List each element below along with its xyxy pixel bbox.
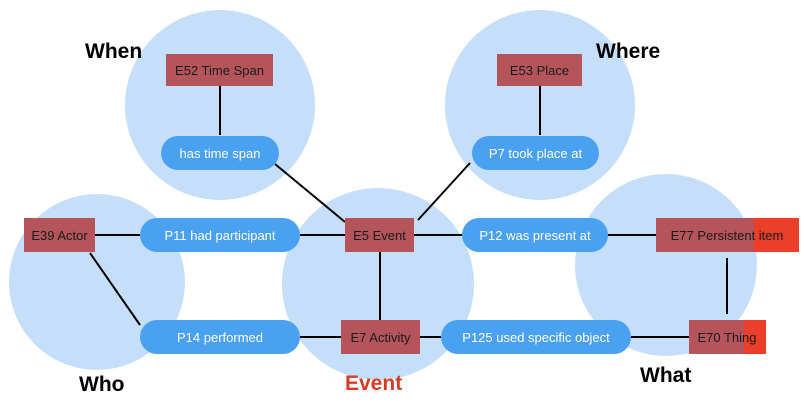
group-label-event: Event	[345, 372, 402, 395]
class-e5-event: E5 Event	[345, 218, 414, 252]
edge-p7-e5	[417, 162, 471, 221]
property-has-time-span: has time span	[161, 136, 279, 170]
property-p125-used-specific-object: P125 used specific object	[441, 320, 631, 354]
svg-text:E53 Place: E53 Place	[510, 63, 569, 78]
svg-text:P12 was present at: P12 was present at	[479, 228, 591, 243]
property-p14-performed: P14 performed	[140, 320, 300, 354]
class-e39-actor: E39 Actor	[24, 218, 95, 252]
edge-e39-p14	[89, 252, 141, 326]
group-label-where: Where	[596, 40, 660, 63]
class-e70-thing: E70 Thing	[689, 320, 766, 354]
property-p12-was-present-at: P12 was present at	[462, 218, 608, 252]
property-p7-took-place-at: P7 took place at	[472, 136, 599, 170]
svg-text:P14 performed: P14 performed	[177, 330, 263, 345]
svg-text:E70 Thing: E70 Thing	[697, 330, 756, 345]
svg-text:E7 Activity: E7 Activity	[351, 330, 411, 345]
svg-text:E52 Time Span: E52 Time Span	[175, 63, 264, 78]
svg-text:P7 took place at: P7 took place at	[489, 146, 583, 161]
svg-text:has time span: has time span	[180, 146, 261, 161]
class-e52-time-span: E52 Time Span	[166, 54, 273, 86]
group-label-what: What	[640, 364, 691, 387]
svg-text:E39 Actor: E39 Actor	[31, 228, 88, 243]
property-p11-had-participant: P11 had participant	[140, 218, 300, 252]
svg-text:E5 Event: E5 Event	[353, 228, 406, 243]
group-label-when: When	[85, 40, 142, 63]
svg-text:E77 Persistent item: E77 Persistent item	[671, 228, 784, 243]
edge-p4-e5	[274, 163, 346, 223]
class-e53-place: E53 Place	[497, 54, 582, 86]
group-label-who: Who	[79, 373, 124, 396]
svg-text:P11 had participant: P11 had participant	[164, 228, 275, 243]
class-e7-activity: E7 Activity	[341, 320, 420, 354]
svg-text:P125 used specific object: P125 used specific object	[462, 330, 610, 345]
class-e77-persistent-item: E77 Persistent item	[656, 218, 799, 252]
